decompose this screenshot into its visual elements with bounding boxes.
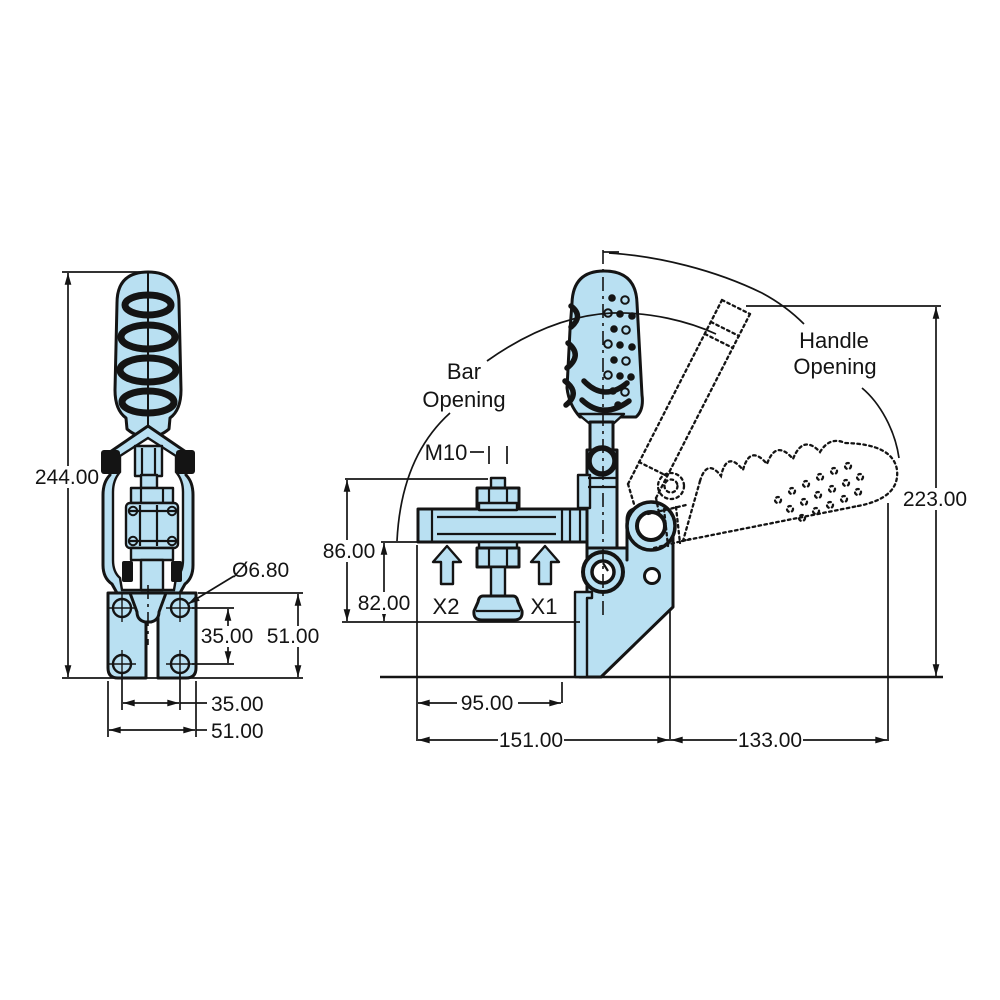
front-handle-grip bbox=[113, 270, 183, 439]
dim-hole-pitch-vertical-label: 35.00 bbox=[201, 625, 254, 648]
up-arrow-x1 bbox=[529, 544, 561, 586]
dim-hole-pitch-horizontal-label: 35.00 bbox=[211, 693, 264, 716]
pivot-pin-left bbox=[101, 450, 120, 474]
bar-opening-label-line2: Opening bbox=[422, 387, 505, 412]
spindle-tip bbox=[128, 591, 168, 624]
handle-opening-arc bbox=[608, 252, 805, 325]
handle-open-position bbox=[646, 439, 899, 550]
handle-opening-label-line2: Opening bbox=[793, 354, 876, 379]
dim-overall-height-label: 244.00 bbox=[35, 466, 99, 489]
bar-open-position bbox=[626, 298, 752, 515]
pivot-pin-right bbox=[176, 450, 195, 474]
dim-base-width-label: 51.00 bbox=[211, 720, 264, 743]
label-x1: X1 bbox=[531, 594, 558, 619]
bracket-hole bbox=[643, 567, 661, 585]
mounting-screw bbox=[166, 594, 194, 622]
bar-opening-label-line1: Bar bbox=[447, 359, 481, 384]
force-arrows: X2 X1 bbox=[431, 544, 561, 619]
spindle bbox=[472, 476, 524, 622]
opening-annotations: Bar Opening Handle Opening bbox=[396, 251, 900, 542]
open-grip-texture bbox=[773, 461, 865, 523]
upper-pivot-pin bbox=[586, 445, 618, 477]
front-body bbox=[101, 424, 195, 595]
dim-body-length-label: 151.00 bbox=[499, 729, 563, 752]
clamp-bar bbox=[416, 507, 592, 544]
bar-opening-arc bbox=[486, 312, 717, 362]
hole-diameter-callout: Ø6.80 bbox=[232, 559, 289, 582]
mounting-screw bbox=[108, 594, 136, 622]
dim-spindle-below-bar-label: 82.00 bbox=[358, 592, 411, 615]
dim-spindle-total-label: 86.00 bbox=[323, 540, 376, 563]
side-view: Bar Opening Handle Opening X2 X1 M10 86.… bbox=[321, 250, 970, 752]
front-base-plate bbox=[106, 585, 198, 680]
dim-bar-length-label: 95.00 bbox=[461, 692, 514, 715]
up-arrow-x2 bbox=[431, 544, 463, 586]
dim-open-reach-label: 133.00 bbox=[738, 729, 802, 752]
label-x2: X2 bbox=[433, 594, 460, 619]
side-dimensions: M10 86.00 82.00 95.00 151.00 bbox=[321, 305, 970, 752]
grip-texture-dots bbox=[603, 294, 636, 409]
spindle-foot bbox=[472, 594, 524, 622]
front-view: 244.00 Ø6.80 35.00 51.00 35.00 51.00 bbox=[35, 270, 320, 743]
thread-callout: M10 bbox=[425, 440, 468, 465]
front-dimensions: 244.00 Ø6.80 35.00 51.00 35.00 51.00 bbox=[35, 271, 320, 743]
side-handle-closed bbox=[562, 269, 644, 426]
dim-open-height-label: 223.00 bbox=[903, 488, 967, 511]
dim-base-height-label: 51.00 bbox=[267, 625, 320, 648]
handle-opening-label-line1: Handle bbox=[799, 328, 869, 353]
